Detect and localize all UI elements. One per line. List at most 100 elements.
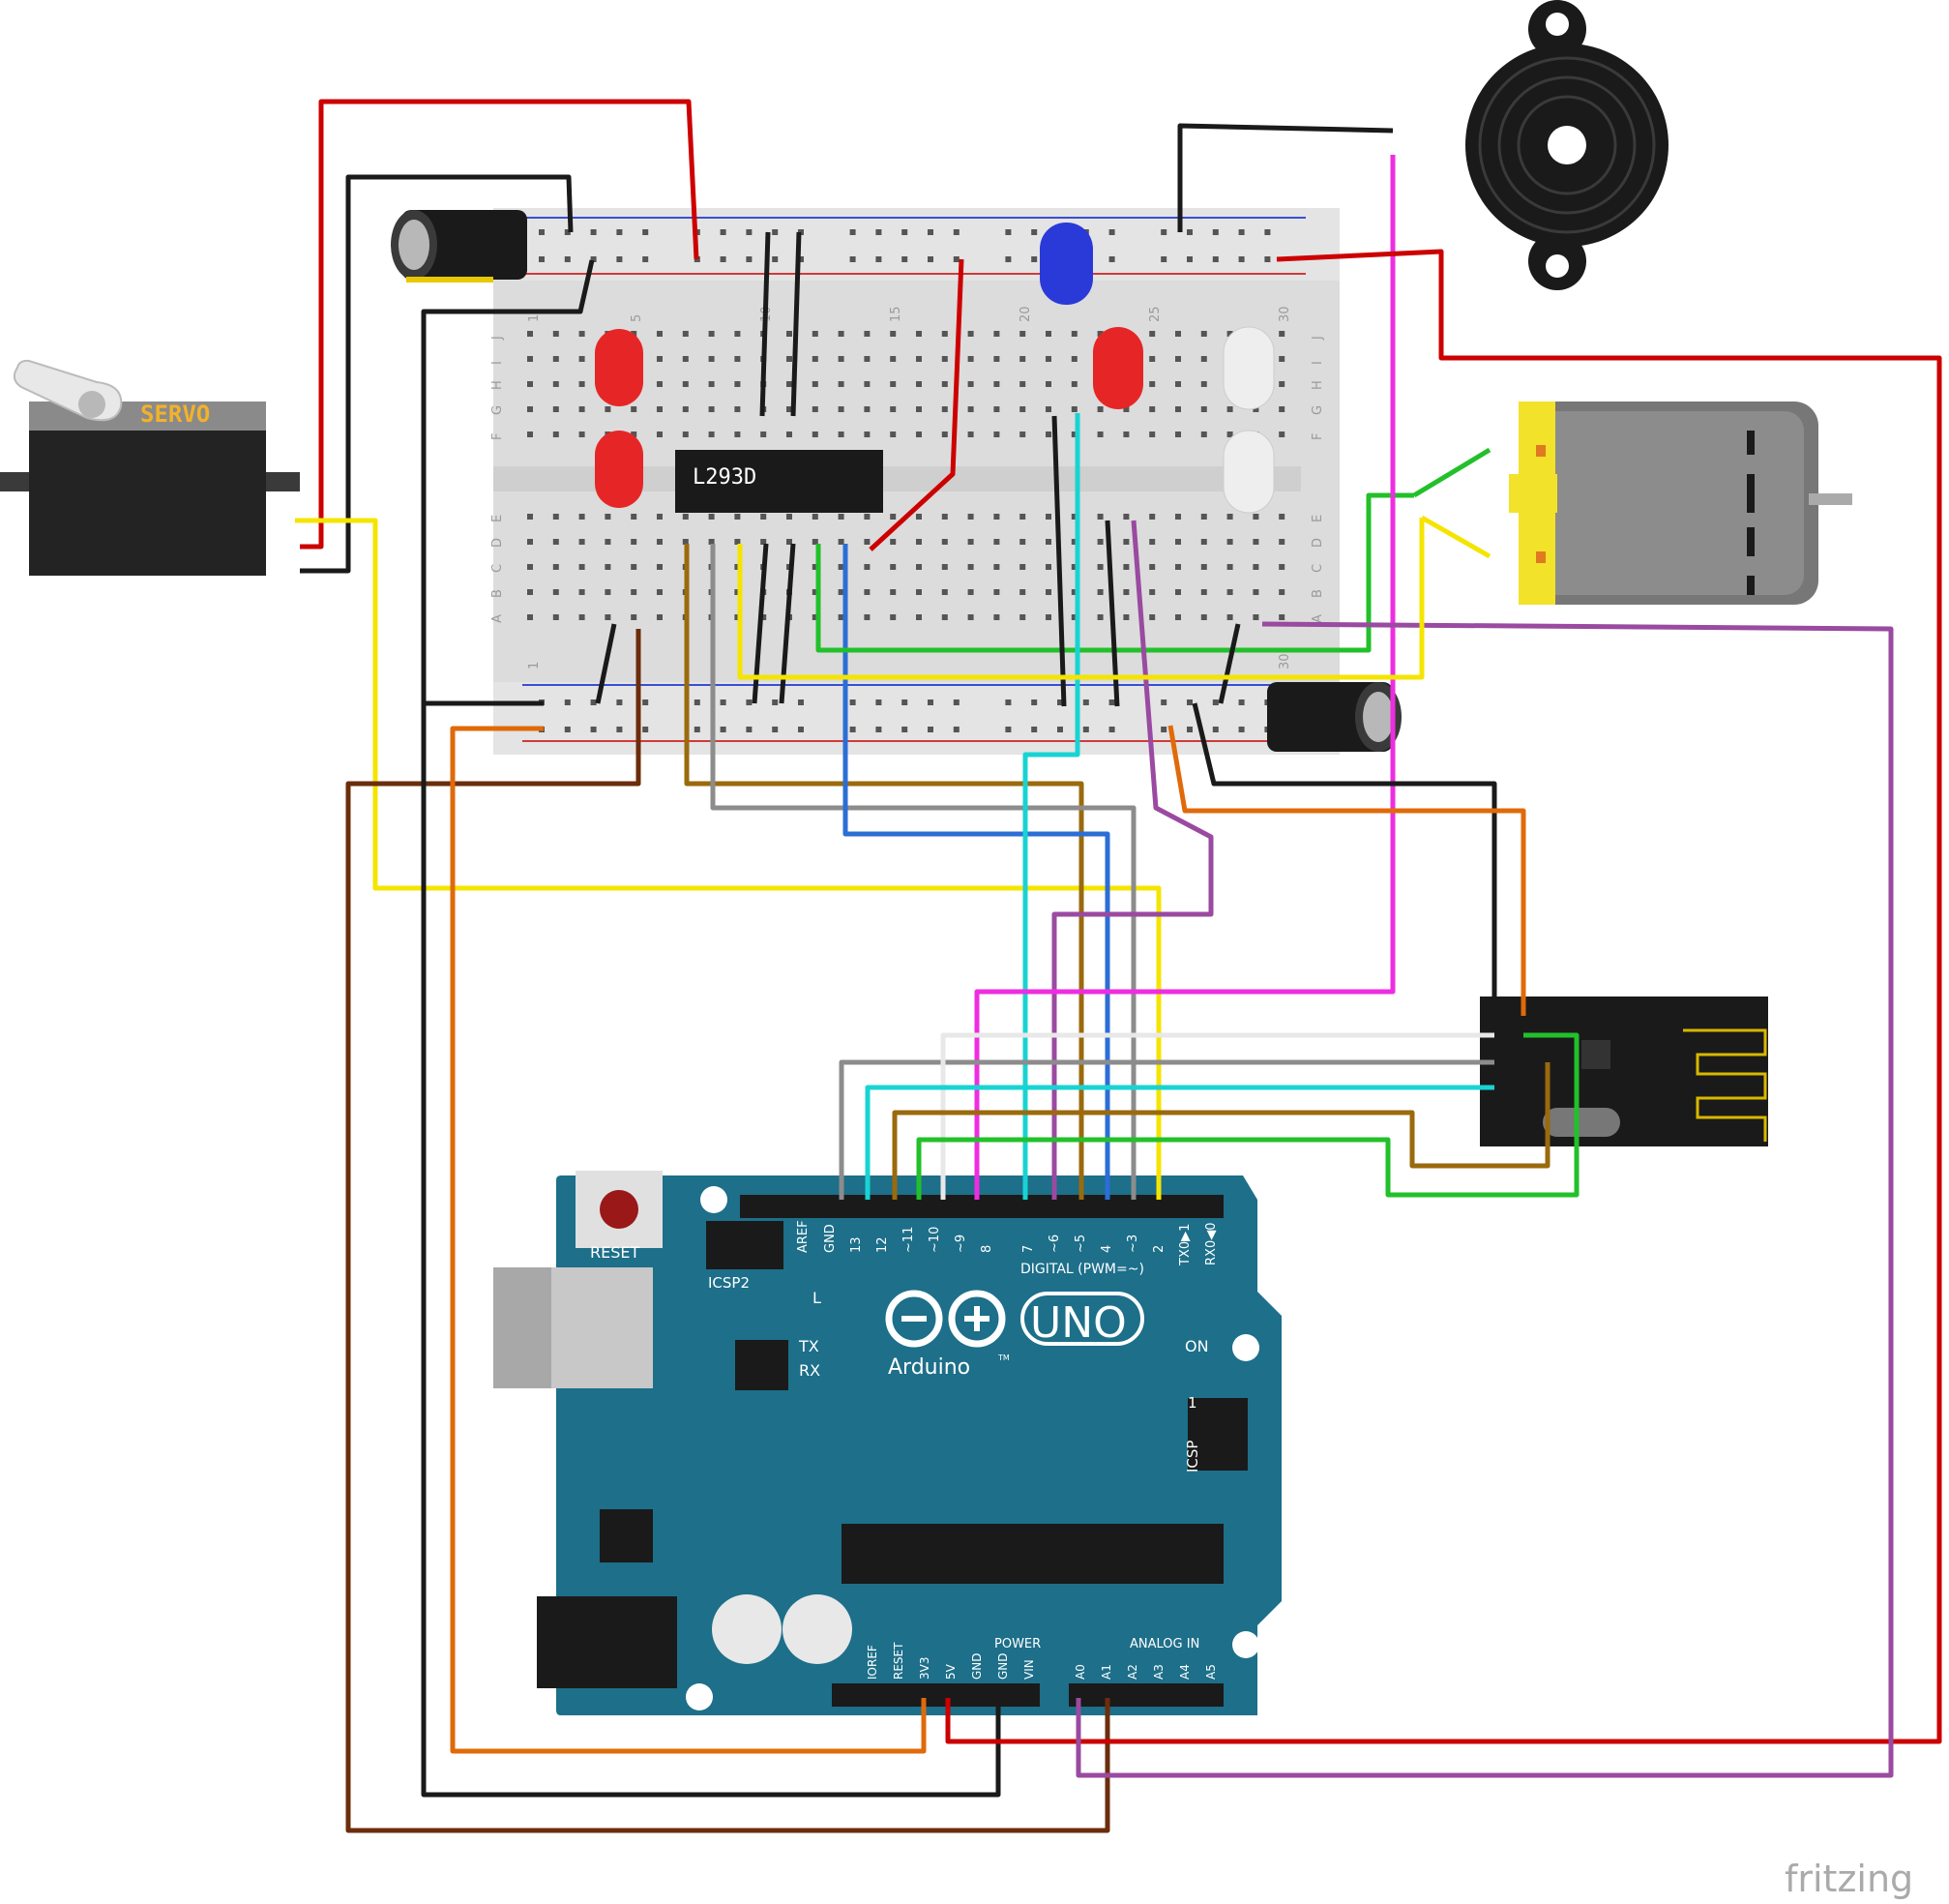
analog-pin-a2: A2: [1126, 1664, 1139, 1680]
led-white-2: [1223, 430, 1275, 514]
wire-gray-18: [839, 1059, 1494, 1200]
wire-purple-12: [1051, 520, 1214, 1200]
icsp-pin1-label: 1: [1188, 1394, 1197, 1412]
wire-black-30: [595, 623, 617, 704]
wire-blue-9: [842, 544, 1110, 1200]
wire-green-22: [916, 1032, 1580, 1200]
wire-black-1: [300, 174, 574, 574]
col-label-30-bottom: 30: [1278, 653, 1292, 669]
pin-label-7: 7: [1021, 1245, 1036, 1253]
power-pin-5v: 5V: [944, 1663, 958, 1680]
servo-motor: SERVO: [0, 359, 300, 576]
icsp-label: ICSP: [1184, 1441, 1201, 1473]
col-label-15: 15: [889, 306, 903, 322]
pin-label-aref: AREF: [796, 1220, 811, 1253]
wire-yellow-35: [1420, 515, 1491, 559]
digital-label: DIGITAL (PWM=~): [1020, 1262, 1144, 1277]
led-red-3: [1093, 327, 1143, 409]
power-pin-reset: RESET: [892, 1642, 905, 1680]
row-label-b-right: B: [1311, 589, 1325, 598]
arduino-uno: RESET ICSP2 ICSP 1 DIGITAL (PWM=~) AREF …: [493, 1171, 1282, 1715]
dc-motor: [1509, 402, 1852, 605]
analog-pin-a0: A0: [1074, 1664, 1087, 1680]
power-pin-gnd2: GND: [996, 1652, 1010, 1680]
wire-black-25: [790, 231, 802, 417]
wire-black-5: [421, 700, 1001, 1798]
wire-cyan-11: [1022, 413, 1080, 1200]
row-label-d: D: [490, 538, 505, 548]
arduino-labels: RESET ICSP2 ICSP 1 DIGITAL (PWM=~) AREF …: [590, 1220, 1219, 1680]
capacitor-bottom: [1267, 682, 1402, 752]
power-label: POWER: [994, 1637, 1041, 1651]
row-label-j: J: [490, 336, 505, 341]
pin-label-rx: RX0◀0: [1204, 1223, 1219, 1265]
row-label-a: A: [490, 614, 505, 623]
wire-ochre-21: [892, 1062, 1550, 1200]
wire-cyan-20: [865, 1085, 1494, 1200]
pin-label-12: 12: [875, 1236, 890, 1253]
wire-black-29: [1218, 623, 1241, 704]
servo-label: SERVO: [140, 401, 210, 428]
row-label-j-right: J: [1311, 336, 1325, 341]
wire-purple-15: [1076, 621, 1894, 1778]
pin-label-tx: TX0▶1: [1178, 1224, 1193, 1266]
row-label-c: C: [490, 564, 505, 573]
wire-red-14: [945, 249, 1942, 1744]
led-tx-label: TX: [798, 1337, 819, 1355]
row-label-h-right: H: [1311, 380, 1325, 390]
analog-pin-a4: A4: [1178, 1664, 1192, 1680]
row-label-h: H: [490, 380, 505, 390]
col-label-5: 5: [630, 314, 644, 322]
arduino-model: UNO: [1030, 1298, 1127, 1348]
led-blue: [1040, 223, 1093, 305]
wire-green-10: [815, 492, 1414, 653]
wire-orange-4: [450, 726, 927, 1754]
wires: [295, 99, 1942, 1833]
wire-gray-8: [710, 544, 1137, 1200]
wire-green-34: [1412, 447, 1491, 498]
pin-label-13: 13: [849, 1236, 864, 1253]
l293d-chip: L293D: [675, 450, 883, 513]
led-rx-label: RX: [799, 1361, 820, 1380]
icsp2-label: ICSP2: [708, 1274, 750, 1292]
analog-label: ANALOG IN: [1130, 1637, 1199, 1651]
led-l-label: L: [812, 1289, 821, 1307]
capacitor-top: [391, 210, 527, 283]
row-label-f: F: [490, 433, 505, 440]
power-pin-gnd1: GND: [970, 1652, 984, 1680]
analog-pin-a1: A1: [1100, 1664, 1113, 1680]
row-label-c-right: C: [1311, 564, 1325, 573]
fritzing-watermark: fritzing: [1785, 1858, 1913, 1900]
wire-black-24: [759, 231, 771, 417]
breadboard-row-labels: J I H G F E D C B A J I H G F E D C B A …: [490, 306, 1325, 669]
pin-label-11: ~11: [901, 1227, 916, 1253]
pin-label-9: ~9: [954, 1235, 968, 1253]
wire-black-16: [1192, 702, 1497, 1016]
pin-label-10: ~10: [928, 1227, 942, 1253]
row-label-f-right: F: [1311, 433, 1325, 440]
nrf24l01-module: [1480, 997, 1768, 1146]
pin-label-5: ~5: [1074, 1235, 1088, 1253]
row-label-g: G: [490, 405, 505, 415]
row-label-d-right: D: [1311, 538, 1325, 548]
wire-black-6: [421, 259, 595, 703]
power-pin-vin: VIN: [1022, 1659, 1036, 1680]
wire-magenta-13: [974, 155, 1396, 1200]
pin-label-6: ~6: [1048, 1235, 1062, 1253]
power-pin-3v3: 3V3: [918, 1657, 931, 1680]
power-pin-ioref: IOREF: [866, 1645, 879, 1680]
pin-label-4: 4: [1100, 1245, 1114, 1253]
row-label-i-right: I: [1311, 361, 1325, 365]
col-label-20: 20: [1019, 306, 1033, 322]
arduino-brand: Arduino: [888, 1355, 970, 1380]
led-white-1: [1223, 326, 1275, 410]
led-red-2: [595, 431, 643, 508]
wire-red-0: [300, 99, 699, 550]
on-label: ON: [1185, 1337, 1209, 1355]
wire-orange-17: [1167, 725, 1526, 1016]
wire-yellow-33: [737, 518, 1425, 680]
led-red-1: [595, 329, 643, 406]
analog-pin-a3: A3: [1152, 1664, 1166, 1680]
col-label-30: 30: [1278, 306, 1292, 322]
